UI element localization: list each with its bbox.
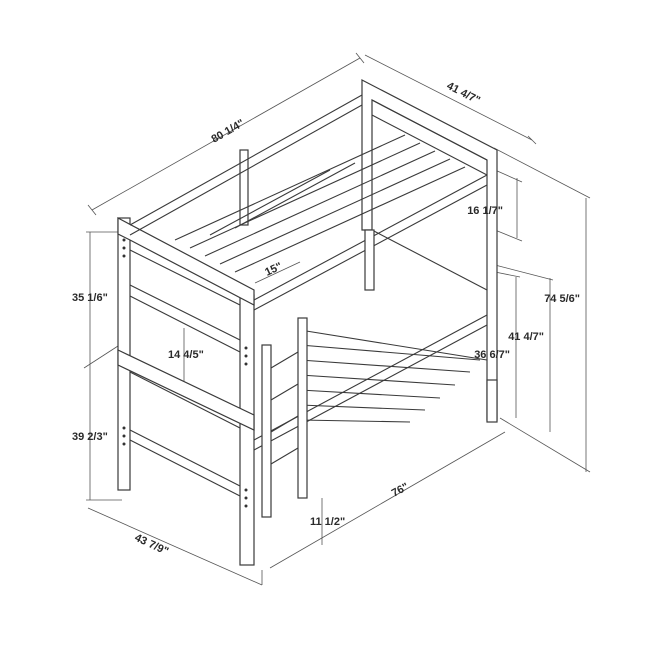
dim-width-top: 41 4/7" bbox=[445, 80, 482, 107]
dim-guard-rail-height: 16 1/7" bbox=[467, 205, 503, 217]
dim-lower-clearance: 41 4/7" bbox=[508, 331, 544, 343]
dim-lower-headboard: 36 6/7" bbox=[474, 349, 510, 361]
dim-mid-rail: 14 4/5" bbox=[168, 349, 204, 361]
dimension-labels: 80 1/4" 41 4/7" 16 1/7" 74 5/6" 41 4/7" … bbox=[72, 80, 580, 558]
dim-lower-section: 39 2/3" bbox=[72, 431, 108, 443]
dim-upper-section: 35 1/6" bbox=[72, 292, 108, 304]
dim-ladder-rung: 15" bbox=[263, 260, 284, 278]
dim-overall-length: 80 1/4" bbox=[210, 117, 247, 145]
dimension-lines bbox=[83, 52, 591, 586]
dim-floor-clearance: 11 1/2" bbox=[310, 516, 345, 528]
dim-inner-length: 76" bbox=[390, 481, 411, 500]
dim-overall-height: 74 5/6" bbox=[544, 293, 580, 305]
bed-frame bbox=[117, 79, 498, 566]
